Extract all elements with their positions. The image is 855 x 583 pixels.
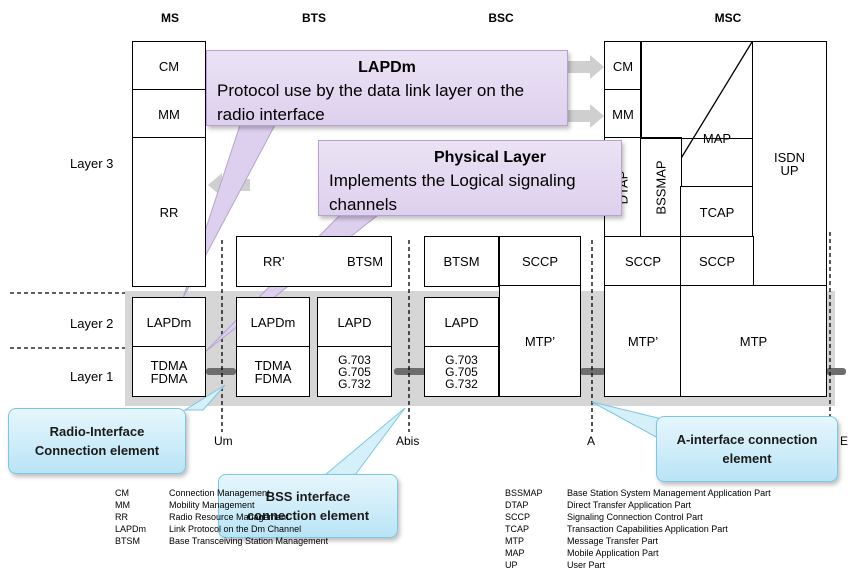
bts-g-box: G.703 G.705 G.732 xyxy=(317,346,392,397)
bts-rr-prime-label: RR’ xyxy=(263,254,285,269)
column-header-ms: MS xyxy=(161,11,179,25)
msc-mtp-prime-box: MTP’ xyxy=(604,285,682,397)
a-interface-callout: A-interface connection element xyxy=(656,416,838,482)
msc-sccp-box-1: SCCP xyxy=(604,236,682,287)
link-bar-um xyxy=(206,368,236,375)
interface-label-um: Um xyxy=(214,434,233,448)
bts-lapd-box: LAPD xyxy=(317,297,392,348)
msc-bssmap-label: BSSMAP xyxy=(653,160,669,215)
msc-upper-frame xyxy=(640,41,754,139)
column-header-bsc: BSC xyxy=(488,11,514,25)
ms-cm-box: CM xyxy=(132,41,206,91)
bsc-sccp-box: SCCP xyxy=(499,236,581,287)
bss-interface-callout: BSS interface connection element xyxy=(218,474,398,538)
ms-phy-box: TDMA FDMA xyxy=(132,346,206,397)
arrow-ms-msc-mm xyxy=(566,104,604,128)
msc-bssmap-box: BSSMAP xyxy=(640,137,682,238)
msc-tcap-box: TCAP xyxy=(680,186,754,238)
layer-3-label: Layer 3 xyxy=(70,156,114,171)
arrow-ms-msc-cm xyxy=(566,55,604,79)
bts-rr-prime-box: RR’ xyxy=(236,236,392,287)
radio-interface-callout: Radio-Interface Connection element xyxy=(8,408,186,474)
bsc-g-box: G.703 G.705 G.732 xyxy=(424,346,499,397)
bts-phy-box: TDMA FDMA xyxy=(236,346,310,397)
msc-mtp-box: MTP xyxy=(680,285,827,397)
a-if-callout-pointer xyxy=(591,401,659,439)
interface-label-abis: Abis xyxy=(396,434,420,448)
bsc-lapd-box: LAPD xyxy=(424,297,499,348)
link-bar-e xyxy=(826,368,846,375)
column-header-bts: BTS xyxy=(302,11,326,25)
physical-layer-callout: Physical Layer Implements the Logical si… xyxy=(318,140,622,216)
msc-cm-box: CM xyxy=(604,41,642,91)
column-header-msc: MSC xyxy=(714,11,742,25)
layer-2-label: Layer 2 xyxy=(70,316,114,331)
lapdm-callout-title: LAPDm xyxy=(358,59,416,76)
lapdm-callout: LAPDm Protocol use by the data link laye… xyxy=(206,50,568,126)
bts-btsm-box: BTSM xyxy=(346,254,384,269)
link-bar-abis xyxy=(394,368,426,375)
ms-rr-box: RR xyxy=(132,137,206,287)
bss-if-callout-pointer xyxy=(323,407,406,476)
layer-1-label: Layer 1 xyxy=(70,369,114,384)
bsc-btsm-box: BTSM xyxy=(424,236,499,287)
bts-lapdm-box: LAPDm xyxy=(236,297,310,348)
msc-isdn-up-box: ISDN UP xyxy=(752,41,827,287)
msc-mm-box: MM xyxy=(604,89,642,139)
bsc-mtp-prime-box: MTP’ xyxy=(499,285,581,397)
radio-if-callout-pointer xyxy=(183,384,226,411)
interface-label-a: A xyxy=(587,434,596,448)
ms-mm-box: MM xyxy=(132,89,206,139)
physical-callout-title: Physical Layer xyxy=(433,149,547,166)
ms-lapdm-box: LAPDm xyxy=(132,297,206,348)
msc-map-diagonal xyxy=(679,41,753,161)
interface-label-e: E xyxy=(840,434,849,448)
link-bar-a xyxy=(580,368,606,375)
msc-sccp-box-2: SCCP xyxy=(680,236,754,287)
msc-map-box: MAP xyxy=(702,131,732,146)
lapdm-callout-body: Protocol use by the data link layer on t… xyxy=(217,81,525,124)
physical-callout-body: Implements the Logical signaling channel… xyxy=(329,171,576,214)
